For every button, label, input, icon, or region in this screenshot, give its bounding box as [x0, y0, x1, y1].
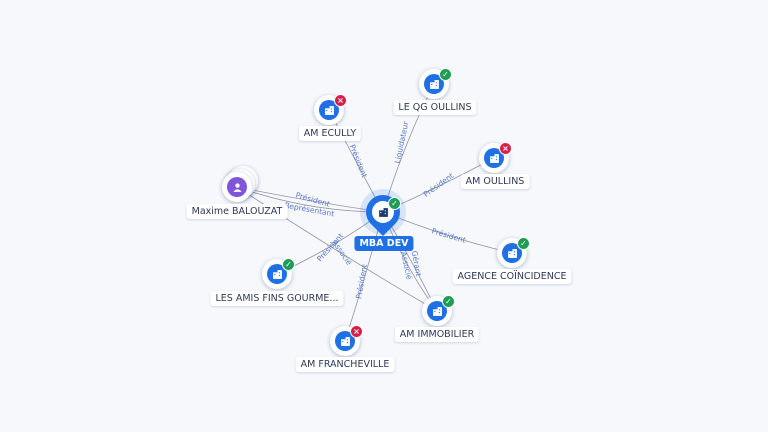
edge-label: Président — [422, 171, 456, 199]
closed-status-icon: × — [334, 94, 347, 107]
person-icon — [232, 182, 242, 192]
node-label[interactable]: AM ECULLY — [298, 126, 362, 141]
building-icon — [507, 248, 517, 258]
building-icon — [489, 153, 499, 163]
building-icon — [378, 207, 388, 217]
person-avatar — [227, 177, 247, 197]
node-label[interactable]: AGENCE COÏNCIDENCE — [452, 269, 572, 284]
edge-label: Gérant — [410, 250, 423, 277]
active-status-icon: ✓ — [282, 258, 295, 271]
closed-status-icon: × — [499, 142, 512, 155]
building-icon — [272, 269, 282, 279]
company-avatar — [427, 301, 447, 321]
node-label[interactable]: AM IMMOBILIER — [394, 327, 480, 342]
node-label[interactable]: Maxime BALOUZAT — [186, 204, 288, 219]
node-disc[interactable] — [497, 238, 527, 268]
closed-status-icon: × — [350, 325, 363, 338]
edge-label: Président — [348, 143, 369, 179]
active-status-icon: ✓ — [442, 295, 455, 308]
node-disc[interactable] — [222, 172, 252, 202]
building-icon — [324, 105, 334, 115]
active-status-icon: ✓ — [439, 68, 452, 81]
edge-line — [236, 186, 438, 312]
node-label[interactable]: LE QG OULLINS — [393, 100, 477, 115]
node-label[interactable]: LES AMIS FINS GOURME... — [210, 291, 344, 306]
building-icon — [432, 306, 442, 316]
building-icon — [429, 79, 439, 89]
node-label[interactable]: AM OULLINS — [460, 174, 530, 189]
company-avatar — [267, 264, 287, 284]
company-avatar — [335, 331, 355, 351]
building-icon — [340, 336, 350, 346]
company-avatar — [319, 100, 339, 120]
node-label[interactable]: AM FRANCHEVILLE — [295, 357, 395, 372]
company-avatar — [484, 148, 504, 168]
edge-label: Président — [431, 226, 467, 244]
company-avatar — [424, 74, 444, 94]
edge-label: Associé — [330, 238, 354, 267]
center-node-label[interactable]: MBA DEV — [354, 236, 414, 251]
company-avatar — [502, 243, 522, 263]
active-status-icon: ✓ — [517, 237, 530, 250]
active-status-icon: ✓ — [388, 197, 401, 210]
